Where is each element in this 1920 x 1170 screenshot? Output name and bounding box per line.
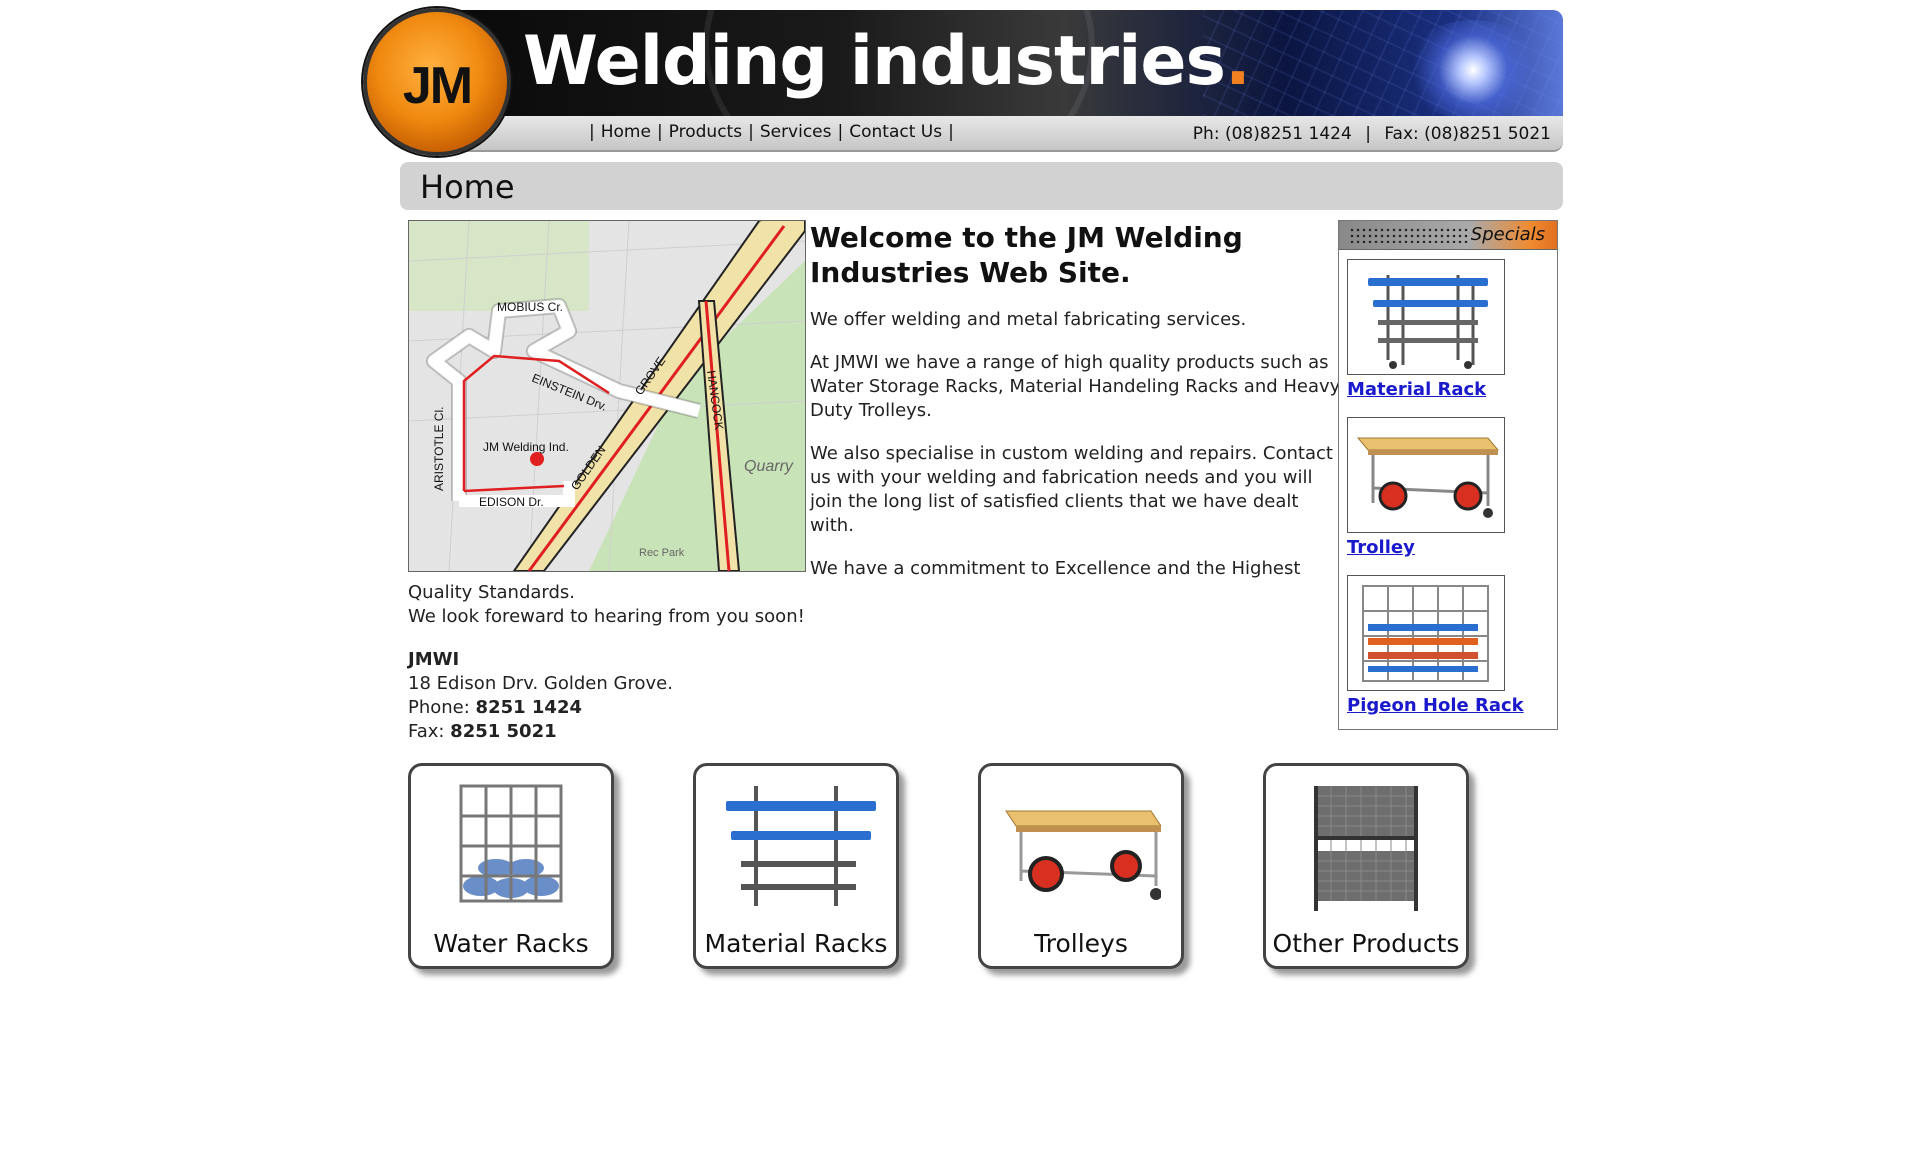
fax-number: 8251 5021 [450,721,557,742]
category-label: Material Racks [704,929,888,958]
header-fax: Fax: (08)8251 5021 [1384,124,1551,144]
trolley-link[interactable]: Trolley [1347,537,1415,558]
nav-contact-us[interactable]: Contact Us [849,122,943,142]
page-title: Home [420,168,515,206]
svg-text:MOBIUS Cr.: MOBIUS Cr. [497,300,563,314]
nav-home[interactable]: Home [600,122,651,142]
nav-services[interactable]: Services [759,122,832,142]
specials-panel: Specials Material Rack [1338,220,1558,730]
category-other-products[interactable]: Other Products [1263,763,1469,969]
pigeon-hole-rack-link[interactable]: Pigeon Hole Rack [1347,695,1524,716]
header-contact: Ph: (08)8251 1424 | Fax: (08)8251 5021 [1192,124,1551,144]
pigeon-hole-rack-image[interactable] [1347,575,1505,691]
nav-products[interactable]: Products [668,122,743,142]
svg-text:Quarry: Quarry [744,458,794,475]
category-label: Water Racks [433,929,589,958]
category-trolleys[interactable]: Trolleys [978,763,1184,969]
special-item: Pigeon Hole Rack [1347,575,1524,716]
commitment-paragraph: We have a commitment to Excellence and t… [408,558,1301,627]
location-map[interactable]: MOBIUS Cr. EINSTEIN Drv. JM Welding Ind.… [408,220,806,572]
page-title-bar: Home [400,162,1563,210]
special-item: Trolley [1347,417,1505,558]
svg-text:ARISTOTLE Cl.: ARISTOTLE Cl. [432,407,446,491]
category-label: Other Products [1272,929,1460,958]
site-title: Welding industries. [523,22,1251,101]
company-name: JMWI [408,649,460,670]
street-address: 18 Edison Drv. Golden Grove. [408,673,673,694]
special-item: Material Rack [1347,259,1505,400]
intro-paragraph: We offer welding and metal fabricating s… [810,309,1247,330]
category-water-racks[interactable]: Water Racks [408,763,614,969]
header-banner [453,10,1563,116]
specials-heading: Specials [1470,224,1545,245]
material-rack-image[interactable] [1347,259,1505,375]
welding-spark-image [1403,20,1543,116]
welcome-heading: Welcome to the JM Welding Industries Web… [810,221,1243,289]
main-nav: |Home|Products|Services|Contact Us| [589,122,954,142]
svg-text:EDISON Dr.: EDISON Dr. [479,495,544,509]
specials-header: Specials [1339,221,1557,250]
phone-number: 8251 1424 [475,697,583,718]
main-content: Welcome to the JM Welding Industries Web… [408,220,1343,744]
services-paragraph: We also specialise in custom welding and… [810,443,1333,536]
header-phone: Ph: (08)8251 1424 [1192,124,1352,144]
trolley-image[interactable] [1347,417,1505,533]
address-block: JMWI 18 Edison Drv. Golden Grove. Phone:… [408,649,673,742]
svg-text:JM Welding Ind.: JM Welding Ind. [483,440,569,454]
material-rack-link[interactable]: Material Rack [1347,379,1487,400]
products-paragraph: At JMWI we have a range of high quality … [810,352,1341,421]
nav-bar: |Home|Products|Services|Contact Us| Ph: … [453,116,1563,152]
category-material-racks[interactable]: Material Racks [693,763,899,969]
jm-logo[interactable]: JM [363,8,511,156]
site-header: Welding industries. |Home|Products|Servi… [363,8,1563,156]
svg-text:Rec Park: Rec Park [639,547,685,559]
category-label: Trolleys [1034,929,1128,958]
